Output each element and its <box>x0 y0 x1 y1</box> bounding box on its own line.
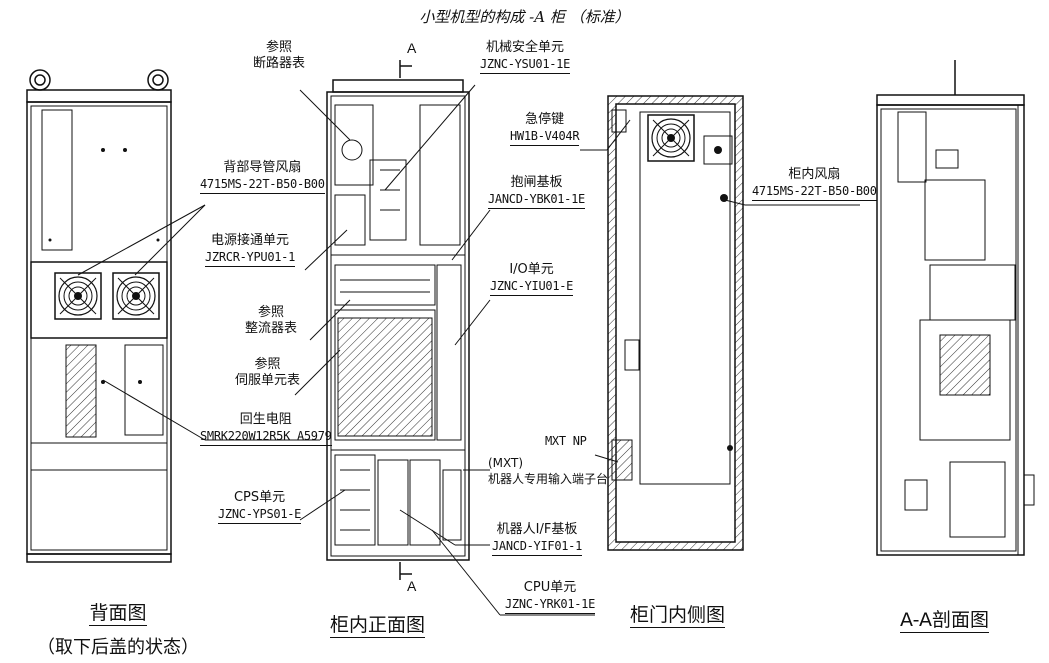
page-title: 小型机型的构成 -A 柜 （标准） <box>419 8 630 26</box>
callout-brake: 抱闸基板 JANCD-YBK01-1E <box>488 175 585 209</box>
callout-robot-if: 机器人I/F基板 JANCD-YIF01-1 <box>492 522 582 556</box>
callout-io: I/O单元 JZNC-YIU01-E <box>490 262 573 296</box>
section-view-drawing <box>876 60 1035 556</box>
callout-mxt-np: MXT NP <box>545 434 587 448</box>
view-label-door: 柜门内侧图 <box>630 604 726 628</box>
section-marker-bottom: A <box>407 578 417 594</box>
callout-back-fan: 背部导管风扇 4715MS-22T-B50-B00 <box>200 160 325 194</box>
callout-power-unit: 电源接通单元 JZRCR-YPU01-1 <box>205 233 295 267</box>
callout-regen: 回生电阻 SMRK220W12R5K A5979 <box>200 412 332 446</box>
callout-safety: 机械安全单元 JZNC-YSU01-1E <box>480 40 570 74</box>
section-marker-top: A <box>407 40 417 56</box>
view-label-section: A-A剖面图 <box>900 609 990 633</box>
view-label-back: 背面图 （取下后盖的状态） <box>37 602 199 658</box>
view-label-front: 柜内正面图 <box>330 614 426 638</box>
callout-cpu: CPU单元 JZNC-YRK01-1E <box>505 580 595 614</box>
callout-estop: 急停键 HW1B-V404R <box>510 112 580 146</box>
front-view-drawing <box>326 79 470 561</box>
callout-cps: CPS单元 JZNC-YPS01-E <box>218 490 301 524</box>
callout-inner-fan: 柜内风扇 4715MS-22T-B50-B00 <box>752 167 877 201</box>
door-view-drawing <box>607 95 744 551</box>
callout-servo: 参照 伺服单元表 <box>235 357 301 388</box>
callout-mxt: (MXT) 机器人专用输入端子台 <box>488 456 609 486</box>
callout-rectifier: 参照 整流器表 <box>245 305 298 336</box>
leader-lines <box>77 84 860 616</box>
section-line <box>399 60 412 580</box>
callout-breaker: 参照 断路器表 <box>253 40 306 71</box>
